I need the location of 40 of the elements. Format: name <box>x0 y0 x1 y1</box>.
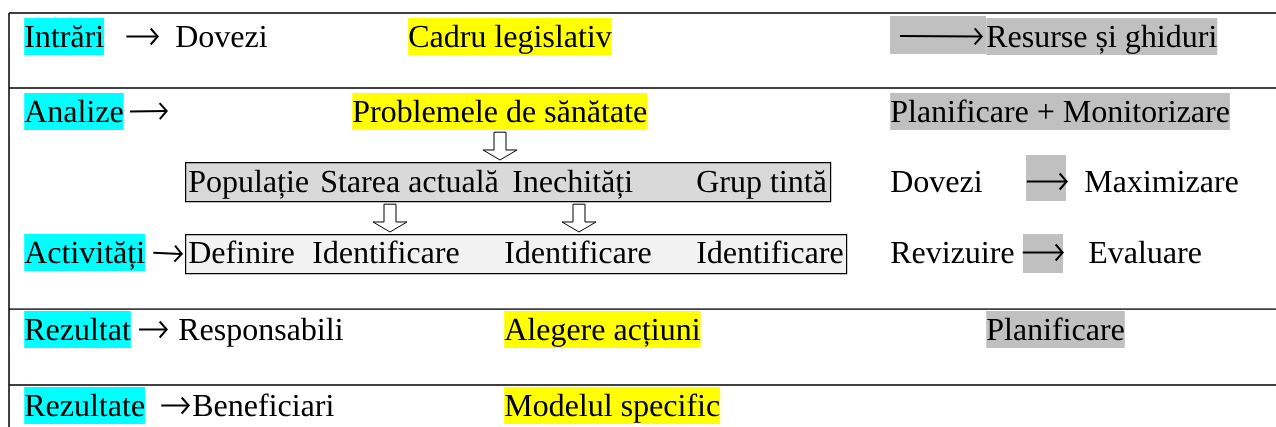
highlighted-term: Planificare <box>986 311 1125 348</box>
arrow <box>1021 243 1064 262</box>
box-term: Inechități <box>513 169 633 199</box>
box-term: Starea actuală <box>322 169 499 193</box>
term: Evaluare <box>1089 240 1201 264</box>
arrow <box>899 27 983 46</box>
term: Beneficiari <box>193 393 334 417</box>
highlighted-term: Planificare + Monitorizare <box>890 93 1230 130</box>
arrow <box>128 102 168 121</box>
hollow-arrow <box>561 203 597 233</box>
highlighted-term: Alegere acțiuni <box>504 311 701 348</box>
highlighted-term: Modelul specific <box>504 387 721 424</box>
highlighted-term: Cadru legislativ <box>408 18 612 55</box>
arrow <box>152 244 183 263</box>
box-term: Identificare <box>697 240 843 264</box>
term: Responsabili <box>179 317 343 347</box>
box-term: Identificare <box>505 240 651 264</box>
term: Maximizare <box>1085 170 1238 193</box>
box-term: Grup tintă <box>697 170 827 199</box>
node-label: Resurse și ghiduri <box>987 24 1217 54</box>
term-box <box>185 234 848 275</box>
arrow <box>1025 172 1068 191</box>
hollow-arrow <box>482 131 518 161</box>
highlighted-term: Problemele de sănătate <box>352 93 648 130</box>
highlighted-term: Rezultate <box>24 387 146 424</box>
box-term: Identificare <box>313 240 459 264</box>
hollow-arrow <box>372 203 408 233</box>
highlighted-term: Analize <box>24 93 124 130</box>
box-term: Definire <box>189 240 294 264</box>
term: Dovezi <box>891 170 982 193</box>
arrow <box>138 320 168 339</box>
arrow <box>160 396 190 415</box>
highlighted-term: Intrări <box>24 18 105 55</box>
term: Revizuire <box>891 241 1014 264</box>
highlighted-term: Activități <box>24 234 146 271</box>
term: Dovezi <box>176 25 267 48</box>
term-box <box>185 162 832 203</box>
arrow <box>125 27 159 46</box>
highlighted-term: Rezultat <box>24 311 131 348</box>
box-term: Populație <box>189 169 308 199</box>
